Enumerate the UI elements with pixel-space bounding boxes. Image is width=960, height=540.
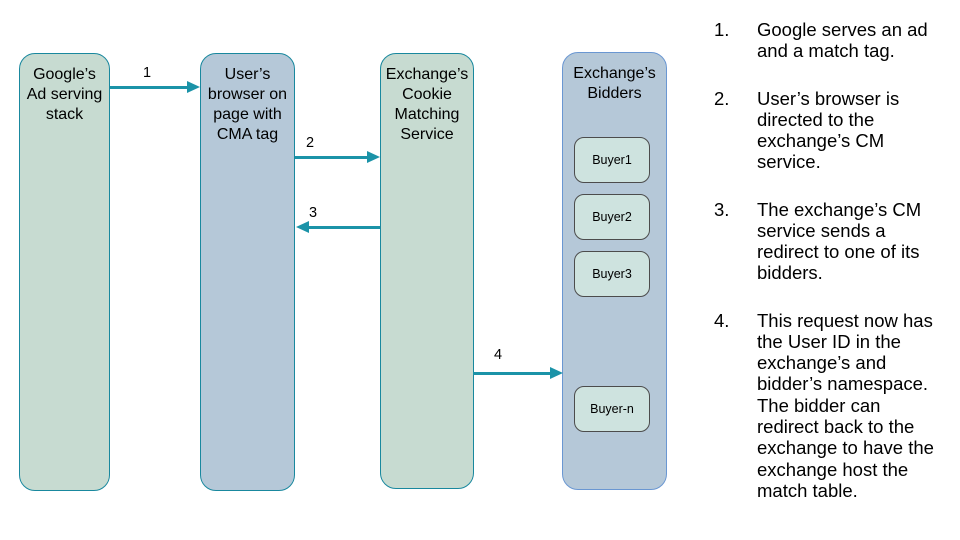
node-exchange-bidders: Exchange’s Bidders Buyer1 Buyer2 Buyer3 … <box>562 52 667 490</box>
step-4-text: This request now has the User ID in the … <box>757 309 934 501</box>
arrow-1-shaft <box>110 85 187 89</box>
node-users-browser: User’s browser on page with CMA tag <box>200 53 295 491</box>
arrow-3-left-arrowhead-icon <box>296 221 309 233</box>
node-browser-label: User’s browser on page with CMA tag <box>207 66 288 143</box>
node-google-label: Google’s Ad serving stack <box>26 66 103 123</box>
node-cm-service-label: Exchange’s Cookie Matching Service <box>385 66 469 143</box>
steps-list: 1. Google serves an ad and a match tag. … <box>714 19 946 527</box>
node-google-ad-serving-stack: Google’s Ad serving stack <box>19 53 110 491</box>
step-4-number: 4. <box>714 309 730 331</box>
arrow-2-number: 2 <box>306 135 315 151</box>
arrow-2-shaft <box>295 155 367 159</box>
buyer1-label: Buyer1 <box>592 153 632 167</box>
buyer3-box: Buyer3 <box>574 251 650 297</box>
node-bidders-label: Exchange’s Bidders <box>573 65 656 102</box>
step-item-2: 2. User’s browser is directed to the exc… <box>714 88 946 173</box>
step-item-3: 3. The exchange’s CM service sends a red… <box>714 199 946 284</box>
step-2-text: User’s browser is directed to the exchan… <box>757 87 900 173</box>
arrow-2-right-arrowhead-icon <box>367 151 380 163</box>
step-item-1: 1. Google serves an ad and a match tag. <box>714 19 946 62</box>
buyer2-box: Buyer2 <box>574 194 650 240</box>
arrow-4-right-arrowhead-icon <box>550 367 563 379</box>
node-exchange-cm-service: Exchange’s Cookie Matching Service <box>380 53 474 489</box>
buyer1-box: Buyer1 <box>574 137 650 183</box>
arrow-4-shaft <box>473 371 550 375</box>
step-3-number: 3. <box>714 198 730 220</box>
step-item-4: 4. This request now has the User ID in t… <box>714 310 946 501</box>
buyer-n-box: Buyer-n <box>574 386 650 432</box>
buyer3-label: Buyer3 <box>592 267 632 281</box>
arrow-4-number: 4 <box>494 347 503 363</box>
arrow-3-number: 3 <box>309 205 318 221</box>
step-1-number: 1. <box>714 19 730 40</box>
arrow-1-right-arrowhead-icon <box>187 81 200 93</box>
step-1-text: Google serves an ad and a match tag. <box>757 19 928 62</box>
buyer-n-label: Buyer-n <box>590 402 634 416</box>
step-2-number: 2. <box>714 87 730 109</box>
buyer2-label: Buyer2 <box>592 210 632 224</box>
arrow-3-shaft <box>308 225 380 229</box>
step-3-text: The exchange’s CM service sends a redire… <box>757 198 922 284</box>
arrow-1-number: 1 <box>143 65 152 81</box>
